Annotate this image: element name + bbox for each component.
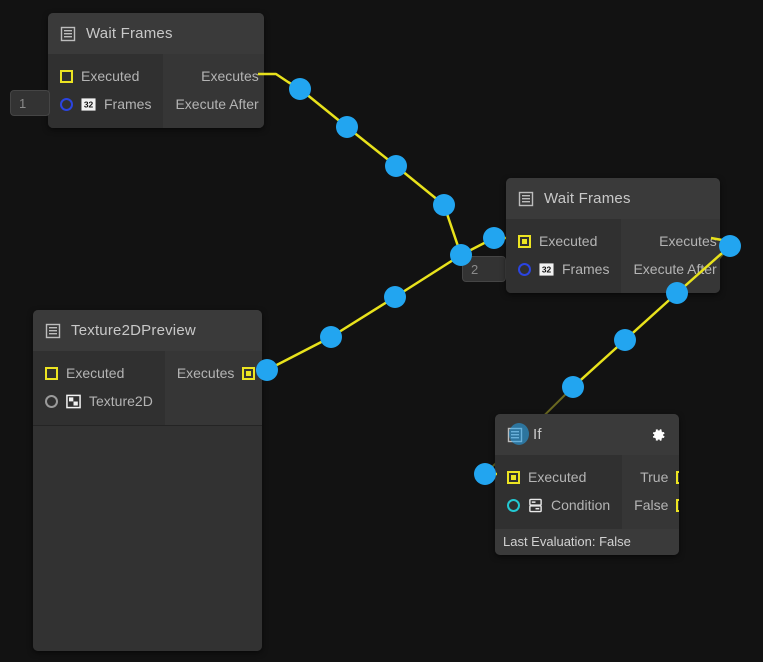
int32-icon: 32	[539, 262, 554, 276]
list-icon	[45, 323, 61, 338]
node-body: Executed 32 Frames Executes Execu	[506, 219, 720, 293]
port-row-executes[interactable]: Executes	[165, 359, 262, 387]
port-row-executed[interactable]: Executed	[48, 62, 163, 90]
port-row-true[interactable]: True	[622, 463, 679, 491]
output-ports: Executes Execute After	[163, 54, 264, 128]
frames-value-field-1[interactable]: 1	[10, 90, 50, 116]
reroute-point[interactable]	[562, 376, 584, 398]
reroute-point[interactable]	[666, 282, 688, 304]
port-label: True	[640, 469, 669, 485]
port-label: Executes	[659, 233, 717, 249]
bool-icon	[529, 498, 542, 512]
input-ports: Executed Texture2D	[33, 351, 165, 425]
reroute-point[interactable]	[450, 244, 472, 266]
list-icon	[60, 26, 76, 41]
node-title: If	[533, 426, 542, 443]
exec-square-outline-icon[interactable]	[60, 69, 73, 83]
port-row-executes[interactable]: Executes	[163, 62, 264, 90]
reroute-point[interactable]	[384, 286, 406, 308]
node-wait-frames-1[interactable]: Wait Frames Executed 32 Frames	[48, 13, 264, 128]
port-row-frames[interactable]: 32 Frames	[506, 255, 621, 283]
port-label: Frames	[104, 96, 152, 112]
reroute-point[interactable]	[385, 155, 407, 177]
port-row-texture2d[interactable]: Texture2D	[33, 387, 165, 415]
exec-square-filled-icon[interactable]	[518, 234, 531, 248]
port-row-executed[interactable]: Executed	[506, 227, 621, 255]
reroute-point[interactable]	[614, 329, 636, 351]
port-label: Frames	[562, 261, 610, 277]
port-row-executed[interactable]: Executed	[33, 359, 165, 387]
reroute-point[interactable]	[256, 359, 278, 381]
exec-square-outline-icon[interactable]	[676, 470, 679, 484]
int32-icon: 32	[81, 97, 96, 111]
node-body: Executed Condition True	[495, 455, 679, 529]
node-texture2d-preview[interactable]: Texture2DPreview Executed Texture2D	[33, 310, 262, 651]
port-label: Executed	[81, 68, 140, 84]
port-label: Execute After	[175, 96, 259, 112]
input-ports: Executed 32 Frames	[48, 54, 164, 128]
port-label: Executes	[176, 365, 235, 381]
port-row-execute-after[interactable]: Execute After	[163, 90, 264, 118]
object-circle-outline-icon[interactable]	[45, 394, 58, 408]
svg-text:32: 32	[542, 264, 552, 274]
node-title: Texture2DPreview	[71, 322, 196, 339]
last-evaluation-status: Last Evaluation: False	[495, 529, 679, 555]
texture-preview-area[interactable]	[33, 425, 262, 651]
input-ports: Executed 32 Frames	[506, 219, 622, 293]
image-icon	[66, 394, 81, 408]
port-label: Executed	[528, 469, 587, 485]
int-circle-outline-icon[interactable]	[518, 262, 531, 276]
node-settings-button[interactable]	[649, 426, 667, 444]
reroute-point-over-title[interactable]	[509, 423, 529, 445]
output-ports: Executes Execute After	[621, 219, 720, 293]
node-wait-frames-2[interactable]: Wait Frames Executed 32 Frames	[506, 178, 720, 293]
port-row-executes[interactable]: Executes	[621, 227, 720, 255]
node-title: Wait Frames	[86, 25, 173, 42]
output-ports: True False	[622, 455, 679, 529]
port-label: Condition	[551, 497, 611, 513]
exec-square-outline-icon[interactable]	[676, 498, 679, 512]
port-label: Executes	[201, 68, 259, 84]
reroute-point[interactable]	[719, 235, 741, 257]
port-row-false[interactable]: False	[622, 491, 679, 519]
list-icon	[518, 191, 534, 206]
int-circle-outline-icon[interactable]	[60, 97, 73, 111]
node-header[interactable]: Wait Frames	[506, 178, 720, 219]
reroute-point[interactable]	[483, 227, 505, 249]
port-label: Execute After	[633, 261, 717, 277]
port-label: Executed	[539, 233, 598, 249]
port-row-execute-after[interactable]: Execute After	[621, 255, 720, 283]
exec-square-filled-icon[interactable]	[242, 366, 256, 380]
node-body: Executed 32 Frames Executes Execu	[48, 54, 264, 128]
reroute-point[interactable]	[433, 194, 455, 216]
reroute-point[interactable]	[336, 116, 358, 138]
reroute-point[interactable]	[474, 463, 496, 485]
port-label: Texture2D	[89, 393, 153, 409]
node-body: Executed Texture2D Executes	[33, 351, 262, 425]
node-header[interactable]: Texture2DPreview	[33, 310, 262, 351]
gear-icon[interactable]	[649, 426, 667, 444]
output-ports: Executes Executes	[164, 351, 262, 425]
exec-square-filled-icon[interactable]	[507, 470, 520, 484]
port-row-condition[interactable]: Condition	[495, 491, 622, 519]
port-label: Executed	[66, 365, 125, 381]
reroute-point[interactable]	[289, 78, 311, 100]
bool-circle-outline-icon[interactable]	[507, 498, 520, 512]
port-label: False	[634, 497, 669, 513]
reroute-point[interactable]	[320, 326, 342, 348]
port-row-executed[interactable]: Executed	[495, 463, 622, 491]
port-row-frames[interactable]: 32 Frames	[48, 90, 163, 118]
input-ports: Executed Condition	[495, 455, 623, 529]
exec-square-outline-icon[interactable]	[45, 366, 58, 380]
svg-text:32: 32	[84, 99, 94, 109]
node-header[interactable]: Wait Frames	[48, 13, 264, 54]
node-title: Wait Frames	[544, 190, 631, 207]
